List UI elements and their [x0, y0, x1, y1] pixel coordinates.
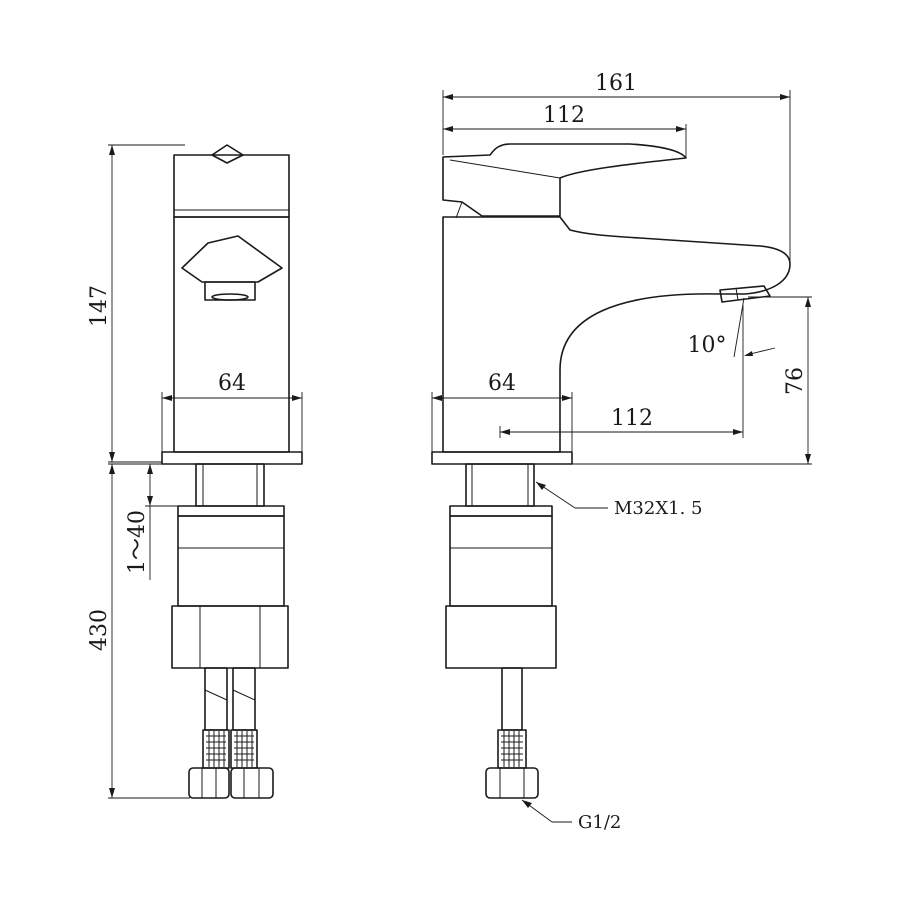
dim-hose-length-label: 430	[87, 609, 112, 651]
side-body-spout	[442, 216, 791, 453]
dim-spout-reach-label: 112	[611, 406, 653, 431]
front-view	[161, 144, 303, 799]
dim-body-width-front-label: 64	[218, 371, 246, 396]
front-base-plate	[161, 451, 303, 465]
side-lock-nut	[449, 515, 553, 607]
side-aerator	[719, 285, 771, 303]
front-body	[173, 216, 290, 453]
side-hose	[485, 667, 539, 799]
callout-thread-mount: M32X1. 5	[614, 498, 703, 519]
side-washer	[449, 505, 553, 517]
side-handle-lever	[442, 143, 687, 217]
front-handle-indicator	[211, 144, 244, 164]
dim-body-width-side-label: 64	[488, 371, 516, 396]
front-hoses	[188, 667, 274, 799]
side-hex-nut	[445, 605, 557, 669]
dim-height-label: 147	[87, 285, 112, 327]
side-base-plate	[431, 451, 573, 465]
callouts: M32X1. 5 G1/2	[521, 481, 703, 833]
front-washer	[177, 505, 285, 517]
front-lock-nut	[177, 515, 285, 607]
dim-handle-width-label: 112	[543, 103, 585, 128]
front-mounting-stud	[195, 463, 265, 507]
dim-mount-adjust-label: 1～40	[125, 510, 150, 574]
dim-spout-angle-label: 10°	[688, 333, 727, 358]
side-dimensions: 161 112 64 112 76 10°	[431, 71, 812, 465]
dim-overall-width-label: 161	[595, 71, 637, 96]
front-aerator-housing	[181, 235, 283, 283]
dim-spout-clearance-label: 76	[783, 367, 808, 395]
front-dimensions: 147 430 1～40 64	[87, 144, 303, 799]
front-hex-nut	[171, 605, 289, 669]
callout-thread-hose: G1/2	[578, 812, 621, 833]
side-view	[431, 143, 791, 799]
front-handle-block	[173, 154, 290, 218]
side-mounting-stud	[465, 463, 535, 507]
